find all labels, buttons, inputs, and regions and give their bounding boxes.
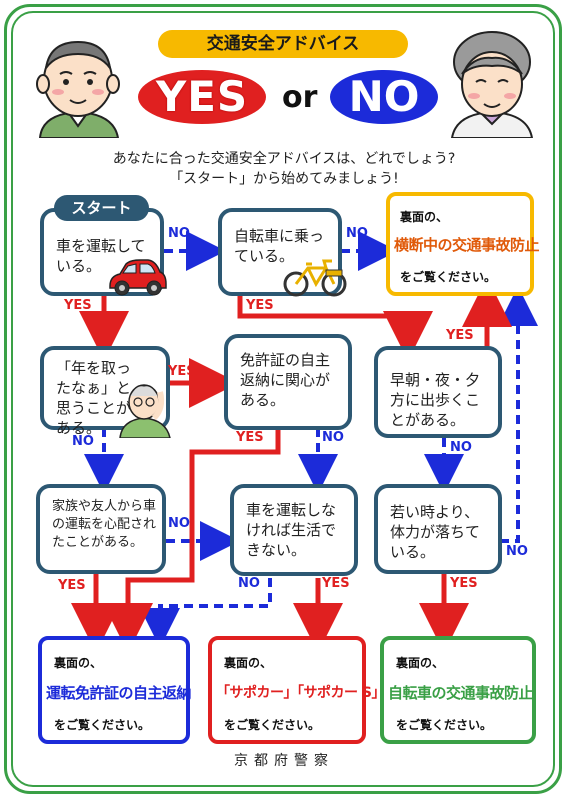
or-text: or	[282, 80, 318, 115]
label-no-q2: NO	[346, 226, 368, 241]
label-no-q5: NO	[450, 440, 472, 455]
result-bicycle-safety-prefix: 裏面の、	[396, 656, 445, 670]
question-go-out-dark-text: 早朝・夜・夕方に出歩くことがある。	[390, 371, 481, 429]
inner-frame	[11, 11, 555, 787]
label-yes-q1: YES	[64, 298, 92, 313]
question-family-worried: 家族や友人から車の運転を心配されたことがある。	[36, 484, 166, 574]
label-no-q7: NO	[238, 576, 260, 591]
label-yes-q8: YES	[450, 576, 478, 591]
intro-line-1: あなたに合った交通安全アドバイスは、どれでしょう?	[112, 151, 456, 167]
question-license-return-interest: 免許証の自主返納に関心がある。	[224, 334, 352, 430]
label-no-q6: NO	[168, 516, 190, 531]
intro-line-2: 「スタート」から始めてみましょう!	[169, 171, 399, 187]
result-bicycle-safety-suffix: をご覧ください。	[396, 718, 493, 732]
question-drive-car-text: 車を運転している。	[56, 237, 146, 275]
thinking-elderly-icon	[119, 384, 171, 438]
label-no-q8: NO	[506, 544, 528, 559]
result-bicycle-safety-title: 自転車の交通事故防止	[388, 684, 534, 702]
label-no-q3: NO	[72, 434, 94, 449]
result-license-return-title: 運転免許証の自主返納	[46, 684, 192, 702]
result-pedestrian-crossing-suffix: をご覧ください。	[400, 270, 497, 284]
start-label: スタート	[54, 195, 149, 221]
question-ride-bicycle: 自転車に乗っている。	[218, 208, 342, 296]
result-license-return-suffix: をご覧ください。	[54, 718, 151, 732]
question-ride-bicycle-text: 自転車に乗っている。	[234, 227, 325, 265]
label-yes-q7: YES	[322, 576, 350, 591]
question-family-worried-text: 家族や友人から車の運転を心配されたことがある。	[52, 499, 157, 550]
bicycle-icon	[283, 259, 347, 297]
yes-badge: YES	[138, 70, 266, 124]
label-yes-q5: YES	[446, 328, 474, 343]
result-support-car-suffix: をご覧ください。	[224, 718, 321, 732]
question-need-car-text: 車を運転しなければ生活できない。	[246, 501, 337, 559]
result-bicycle-safety: 裏面の、 自転車の交通事故防止 をご覧ください。	[380, 636, 536, 744]
no-badge: NO	[330, 70, 438, 124]
result-pedestrian-crossing: 裏面の、 横断中の交通事故防止 をご覧ください。	[386, 192, 540, 296]
elderly-woman-illustration	[450, 31, 534, 138]
question-need-car: 車を運転しなければ生活できない。	[230, 484, 358, 576]
result-license-return: 裏面の、 運転免許証の自主返納 をご覧ください。	[38, 636, 192, 744]
result-support-car-title: 「サポカー」「サポカー S」	[216, 685, 385, 701]
label-no-q1: NO	[168, 226, 190, 241]
result-support-car-prefix: 裏面の、	[224, 656, 273, 670]
result-pedestrian-crossing-title: 横断中の交通事故防止	[394, 236, 540, 254]
question-stamina-decline-text: 若い時より、体力が落ちている。	[390, 503, 481, 561]
label-yes-q2: YES	[246, 298, 274, 313]
label-yes-q6: YES	[58, 578, 86, 593]
car-icon	[109, 259, 167, 296]
question-license-return-interest-text: 免許証の自主返納に関心がある。	[240, 351, 331, 409]
question-go-out-dark: 早朝・夜・夕方に出歩くことがある。	[374, 346, 502, 438]
outer-frame	[4, 4, 562, 794]
elderly-man-illustration	[36, 40, 120, 138]
result-license-return-prefix: 裏面の、	[54, 656, 103, 670]
result-pedestrian-crossing-prefix: 裏面の、	[400, 210, 449, 224]
footer-issuer: 京都府警察	[234, 753, 334, 769]
title-banner: 交通安全アドバイス	[158, 30, 408, 58]
label-yes-q4: YES	[236, 430, 264, 445]
question-stamina-decline: 若い時より、体力が落ちている。	[374, 484, 502, 574]
label-yes-q3: YES	[168, 364, 196, 379]
result-support-car: 裏面の、 「サポカー」「サポカー S」 をご覧ください。	[208, 636, 385, 744]
question-feel-old-text: 「年を取ったなぁ」と思うことがある。	[56, 359, 132, 437]
label-no-q4: NO	[322, 430, 344, 445]
